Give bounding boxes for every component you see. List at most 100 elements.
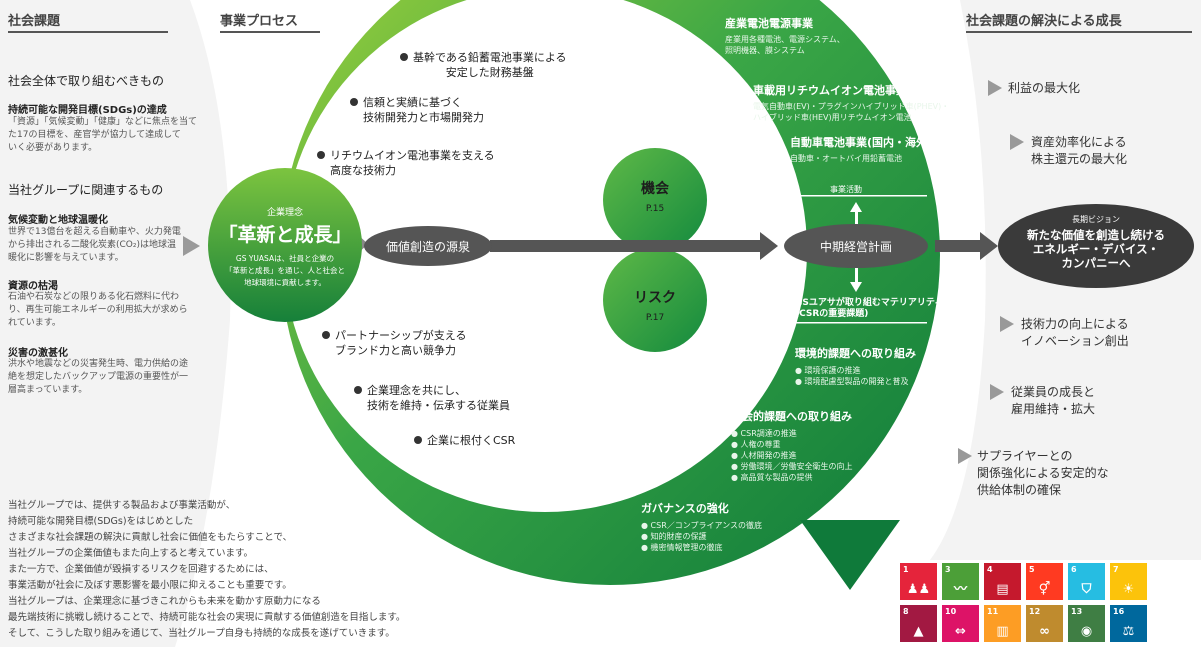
risk-block: リスク P.17 xyxy=(610,287,700,323)
philosophy-text: GS YUASAは、社員と企業の「革新と成長」を通じ、人と社会と地球環境に貢献し… xyxy=(225,254,345,287)
process-item-1: 基幹である鉛蓄電池事業による安定した財務基盤 xyxy=(413,51,567,79)
header-growth: 社会課題の解決による成長 xyxy=(966,10,1192,33)
sdg-glyph: ♟♟ xyxy=(906,582,931,597)
industrial-business: 産業電池電源事業 産業用各種電池、電源システム、照明機器、膜システム xyxy=(725,17,845,55)
result-5: サプライヤーとの関係強化による安定的な供給体制の確保 xyxy=(977,449,1109,497)
opportunity-circle xyxy=(603,148,707,252)
result-4: 従業員の成長と雇用維持・拡大 xyxy=(1011,385,1096,416)
left-panel-bg xyxy=(0,0,231,647)
source-label: 価値創造の源泉 xyxy=(385,240,470,254)
sdg-goal-4-icon: 4▤ xyxy=(984,563,1021,600)
left-section1-title: 社会全体で取り組むべきもの xyxy=(8,74,165,88)
opportunity-label: 機会 xyxy=(641,181,669,197)
vision-arrow-shaft xyxy=(935,240,983,252)
sdg-glyph: ◉ xyxy=(1080,624,1093,639)
sdg-glyph: ⚥ xyxy=(1038,582,1051,597)
sdg-goal-16-icon: 16 ⚖ xyxy=(1110,605,1147,642)
sdg-number: 6 xyxy=(1071,565,1077,574)
sdg-glyph: ▤ xyxy=(996,582,1009,597)
sdg-goal-6-icon: 6⛉ xyxy=(1068,563,1105,600)
sdg-glyph: ⚖ xyxy=(1122,624,1135,639)
sdgs-title: 持続可能な開発目標(SDGs)の達成 xyxy=(8,105,167,116)
header-social-issues: 社会課題 xyxy=(8,10,168,33)
process-item-4: パートナーシップが支えるブランド力と高い競争力 xyxy=(335,329,467,357)
result-3: 技術力の向上によるイノベーション創出 xyxy=(1021,317,1129,348)
risk-label: リスク xyxy=(634,290,676,306)
social-group: 社会的課題への取り組み ● CSR調達の推進 ● 人権の尊重 ● 人材開発の推進… xyxy=(731,410,853,482)
sdg-goal-13-icon: 13 ◉ xyxy=(1068,605,1105,642)
vision-oval xyxy=(998,204,1194,288)
result-2: 資産効率化による株主還元の最大化 xyxy=(1031,135,1128,166)
sdg-goal-7-icon: 7☀ xyxy=(1110,563,1147,600)
main-arrow-head xyxy=(760,232,778,260)
opportunity-block: 機会 P.15 xyxy=(610,178,700,214)
vision-text: 新たな価値を創造し続けるエネルギー・デバイス・カンパニーへ xyxy=(1027,228,1165,270)
process-item-3: リチウムイオン電池事業を支える高度な技術力 xyxy=(330,149,495,177)
vision-label: 長期ビジョン xyxy=(1072,215,1120,224)
disaster-title: 災害の激甚化 xyxy=(8,348,68,359)
sdg-number: 4 xyxy=(987,565,993,574)
sdg-goal-10-icon: 10 ⇔ xyxy=(942,605,979,642)
sdg-number: 16 xyxy=(1113,607,1125,616)
process-item-5: 企業理念を共にし、技術を維持・伝承する従業員 xyxy=(367,384,510,412)
process-item-2: 信頼と実績に基づく技術開発力と市場開発力 xyxy=(363,96,484,124)
sdg-glyph: ☀ xyxy=(1122,582,1135,597)
sdg-number: 3 xyxy=(945,565,951,574)
env-group: 環境的課題への取り組み ● 環境保護の推進 ● 環境配慮型製品の開発と普及 xyxy=(795,347,916,386)
sdg-goal-8-icon: 8▲ xyxy=(900,605,937,642)
gov-group: ガバナンスの強化 ● CSR／コンプライアンスの徹底 ● 知的財産の保護 ● 機… xyxy=(641,502,763,552)
bottom-paragraph: 当社グループでは、提供する製品および事業活動が、 持続可能な開発目標(SDGs)… xyxy=(8,500,406,639)
vision-block: 長期ビジョン 新たな価値を創造し続けるエネルギー・デバイス・カンパニーへ xyxy=(1000,214,1192,270)
plan-label: 中期経営計画 xyxy=(819,240,892,254)
sdg-number: 10 xyxy=(945,607,957,616)
philosophy-block: 企業理念 「革新と成長」 GS YUASAは、社員と企業の「革新と成長」を通じ、… xyxy=(212,205,358,289)
sdg-number: 5 xyxy=(1029,565,1035,574)
sdg-glyph: ▥ xyxy=(996,624,1009,639)
sdg-number: 12 xyxy=(1029,607,1041,616)
disaster-text: 洪水や地震などの災害発生時、電力供給の途絶を想定したバックアップ電源の重要性が一… xyxy=(8,359,189,395)
sdg-glyph: ▲ xyxy=(913,624,924,639)
sdg-glyph: 〰 xyxy=(953,582,967,597)
sdg-number: 13 xyxy=(1071,607,1083,616)
main-arrow-shaft xyxy=(490,240,760,252)
left-section2-title: 当社グループに関連するもの xyxy=(8,183,164,197)
plan-oval xyxy=(784,224,928,268)
resource-title: 資源の枯渇 xyxy=(8,281,58,292)
climate-title: 気候変動と地球温暖化 xyxy=(8,215,108,226)
materiality-label: GSユアサが取り組むマテリアリティ(CSRの重要課題) xyxy=(795,298,944,319)
philosophy-circle xyxy=(208,168,362,322)
sdg-goal-5-icon: 5⚥ xyxy=(1026,563,1063,600)
sdg-goal-3-icon: 3〰 xyxy=(942,563,979,600)
opportunity-page: P.15 xyxy=(645,204,665,214)
sdg-glyph: ⇔ xyxy=(955,624,966,639)
risk-page: P.17 xyxy=(645,313,665,323)
auto-business: 自動車電池事業(国内・海外) 自動車・オートバイ用鉛蓄電池 xyxy=(790,136,933,163)
process-item-6: 企業に根付くCSR xyxy=(427,434,516,447)
result-1: 利益の最大化 xyxy=(1008,81,1081,95)
ring-arrowhead xyxy=(800,520,900,590)
sdg-glyph: ⛉ xyxy=(1081,582,1092,597)
sdg-number: 1 xyxy=(903,565,909,574)
inner-white-circle xyxy=(283,0,807,512)
sdg-goal-12-icon: 12 ∞ xyxy=(1026,605,1063,642)
left-arrow-marker xyxy=(183,236,200,256)
sdg-number: 11 xyxy=(987,607,999,616)
sdg-goal-1-icon: 1 ♟♟ xyxy=(900,563,937,600)
sdg-glyph: ∞ xyxy=(1039,624,1050,639)
automotive-li-business: 車載用リチウムイオン電池事業 電気自動車(EV)・プラグインハイブリッド車(PH… xyxy=(753,84,950,122)
resource-text: 石油や石炭などの限りある化石燃料に代わり、再生可能エネルギーの利用拡大が求められ… xyxy=(8,292,188,328)
header-business-process: 事業プロセス xyxy=(220,10,320,33)
philosophy-label: 企業理念 xyxy=(266,208,303,218)
philosophy-main: 「革新と成長」 xyxy=(218,224,352,246)
sdgs-text: 「資源」「気候変動」「健康」などに焦点を当てた17の目標を、産官学が協力して達成… xyxy=(8,117,198,153)
vision-arrow-head xyxy=(980,232,998,260)
risk-circle xyxy=(603,248,707,352)
sdg-number: 7 xyxy=(1113,565,1119,574)
sdg-icons: 1♟♟3〰4▤5⚥6⛉7☀8▲10⇔11▥12∞13◉16⚖ xyxy=(900,563,1160,647)
source-oval xyxy=(364,226,492,266)
business-activity-label: 事業活動 xyxy=(830,185,862,194)
sdg-goal-11-icon: 11 ▥ xyxy=(984,605,1021,642)
climate-text: 世界で13億台を超える自動車や、火力発電から排出される二酸化炭素(CO₂)は地球… xyxy=(8,227,181,263)
sdg-number: 8 xyxy=(903,607,909,616)
